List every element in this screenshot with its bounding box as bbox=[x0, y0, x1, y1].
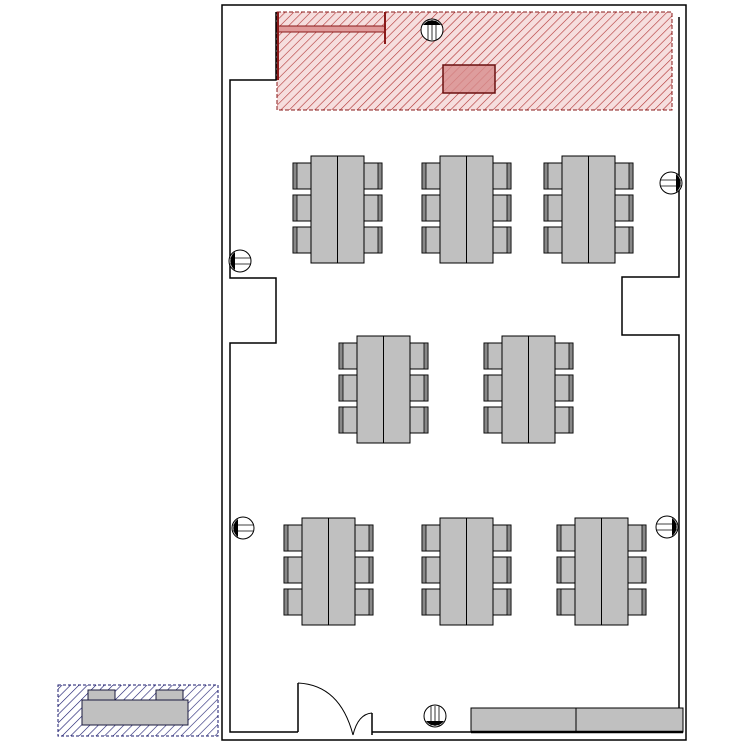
chair-icon bbox=[283, 556, 303, 584]
table bbox=[439, 155, 467, 264]
chair-icon bbox=[627, 524, 647, 552]
chair-icon bbox=[409, 342, 429, 370]
chair-icon bbox=[614, 226, 634, 254]
wall-light-icon bbox=[659, 171, 683, 195]
table bbox=[310, 155, 338, 264]
chair-icon bbox=[492, 588, 512, 616]
chair-icon bbox=[283, 588, 303, 616]
wall-light-icon bbox=[423, 704, 447, 728]
table-group bbox=[543, 155, 634, 264]
wall-light-icon bbox=[420, 18, 444, 42]
chair-icon bbox=[421, 556, 441, 584]
chair-icon bbox=[354, 524, 374, 552]
chair-icon bbox=[283, 524, 303, 552]
chair-icon bbox=[409, 374, 429, 402]
chair-icon bbox=[556, 556, 576, 584]
chair-icon bbox=[492, 162, 512, 190]
table bbox=[383, 335, 411, 444]
restricted-block bbox=[442, 64, 496, 94]
chair-icon bbox=[554, 374, 574, 402]
chair-icon bbox=[421, 194, 441, 222]
wall-light-icon bbox=[231, 516, 255, 540]
chair-icon bbox=[556, 524, 576, 552]
chair-icon bbox=[338, 406, 358, 434]
table-groups bbox=[283, 155, 647, 626]
table bbox=[356, 335, 384, 444]
table bbox=[301, 517, 329, 626]
table bbox=[501, 335, 529, 444]
chair-icon bbox=[492, 226, 512, 254]
chair-icon bbox=[354, 588, 374, 616]
chair-icon bbox=[492, 524, 512, 552]
chair-icon bbox=[338, 374, 358, 402]
table-group bbox=[421, 517, 512, 626]
table bbox=[466, 517, 494, 626]
chair-icon bbox=[421, 588, 441, 616]
chair-icon bbox=[492, 556, 512, 584]
table bbox=[601, 517, 629, 626]
restricted-bar bbox=[276, 25, 386, 33]
chair-icon bbox=[363, 194, 383, 222]
table-group bbox=[421, 155, 512, 264]
wall-lights bbox=[228, 18, 683, 728]
chair-icon bbox=[543, 194, 563, 222]
chair-icon bbox=[354, 556, 374, 584]
chair-icon bbox=[292, 194, 312, 222]
chair-icon bbox=[483, 374, 503, 402]
walls bbox=[221, 4, 687, 741]
table-group bbox=[556, 517, 647, 626]
table bbox=[561, 155, 589, 264]
chair-icon bbox=[627, 556, 647, 584]
chair-icon bbox=[421, 226, 441, 254]
table bbox=[337, 155, 365, 264]
storage-area bbox=[57, 684, 219, 737]
table bbox=[588, 155, 616, 264]
chair-icon bbox=[543, 162, 563, 190]
wall-light-icon bbox=[228, 249, 252, 273]
table bbox=[328, 517, 356, 626]
chair-icon bbox=[363, 226, 383, 254]
table bbox=[574, 517, 602, 626]
chair-icon bbox=[292, 162, 312, 190]
chair-icon bbox=[543, 226, 563, 254]
chair-icon bbox=[292, 226, 312, 254]
chair-icon bbox=[556, 588, 576, 616]
chair-icon bbox=[363, 162, 383, 190]
table bbox=[528, 335, 556, 444]
chair-icon bbox=[421, 524, 441, 552]
chair-icon bbox=[554, 342, 574, 370]
chair-icon bbox=[483, 406, 503, 434]
table-group bbox=[292, 155, 383, 264]
chair-icon bbox=[627, 588, 647, 616]
table bbox=[466, 155, 494, 264]
counter bbox=[470, 707, 684, 734]
wall-light-icon bbox=[655, 515, 679, 539]
table-group bbox=[283, 517, 374, 626]
table bbox=[439, 517, 467, 626]
chair-icon bbox=[421, 162, 441, 190]
chair-icon bbox=[492, 194, 512, 222]
table-group bbox=[483, 335, 574, 444]
chair-icon bbox=[614, 162, 634, 190]
restricted-zone bbox=[276, 11, 673, 111]
table-group bbox=[338, 335, 429, 444]
entrance-door[interactable] bbox=[297, 682, 373, 736]
chair-icon bbox=[409, 406, 429, 434]
chair-icon bbox=[483, 342, 503, 370]
chair-icon bbox=[614, 194, 634, 222]
chair-icon bbox=[338, 342, 358, 370]
chair-icon bbox=[554, 406, 574, 434]
